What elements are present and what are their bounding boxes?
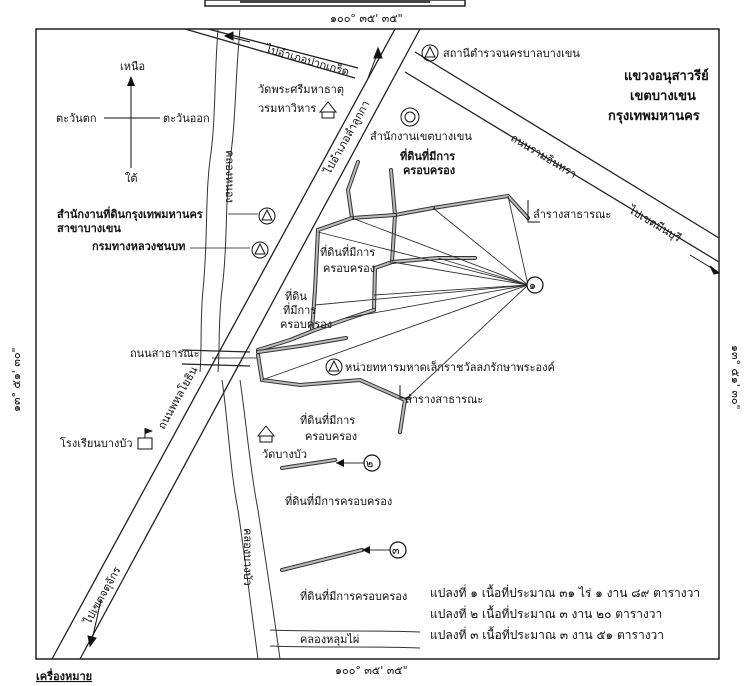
svg-text:๑: ๑ — [529, 279, 536, 292]
school-bangbua: โรงเรียนบางบัว — [60, 428, 153, 450]
occupied-c2: ที่มีการ — [283, 302, 316, 317]
temple-sri-mahathat: วัดพระศรีมหาธาตุ วรมหาวิหาร — [258, 83, 344, 119]
rural-roads-dept: กรมทางหลวงชนบท — [92, 240, 269, 259]
canal-upper-label: คลองหนอง — [223, 150, 236, 203]
district-office: สำนักงานเขตบางเขน — [370, 107, 472, 143]
compass-east: ตะวันออก — [163, 112, 210, 125]
police-station-label: สถานีตำรวจนครบาลบางเขน — [443, 47, 580, 60]
parcel-2-summary: แปลงที่ ๒ เนื้อที่ประมาณ ๓ งาน ๒๐ ตารางว… — [430, 605, 662, 621]
road-pakkret: ไปอำเภอปากเกร็ด — [184, 28, 359, 79]
occupied-b2: ครอบครอง — [323, 262, 375, 275]
legend-title: เครื่องหมาย — [36, 668, 92, 683]
svg-text:สำนักงานที่ดินกรุงเทพมหานคร: สำนักงานที่ดินกรุงเทพมหานคร — [57, 206, 203, 222]
svg-text:สาขาบางเขน: สาขาบางเขน — [57, 222, 121, 235]
public-ditch-1: ลำรางสาธารณะ — [527, 200, 611, 223]
occupied-c1: ที่ดิน — [285, 288, 307, 303]
parcel-3-summary: แปลงที่ ๓ เนื้อที่ประมาณ ๓ งาน ๕๑ ตารางว… — [430, 626, 664, 642]
canal-upper: คลองหนอง — [199, 28, 241, 373]
district-line2: เขตบางเขน — [630, 89, 696, 104]
royal-guard-unit: หน่วยทหารมหาดเล็กราชวัลลภรักษาพระองค์ — [325, 358, 555, 376]
compass-north: เหนือ — [120, 60, 145, 73]
svg-text:ลำรางสาธารณะ: ลำรางสาธารณะ — [533, 208, 611, 221]
district-line3: กรุงเทพมหานคร — [608, 109, 700, 124]
public-road-label: ถนนสาธารณะ — [130, 347, 200, 360]
occupied-e: ที่ดินที่มีการครอบครอง — [285, 493, 392, 508]
district-line1: แขวงอนุสาวรีย์ — [624, 68, 709, 84]
direction-arrows — [87, 31, 721, 648]
canal-lumphai-label: คลองหลุมไผ่ — [300, 633, 359, 646]
svg-text:กรมทางหลวงชนบท: กรมทางหลวงชนบท — [92, 240, 185, 253]
district-office-label: สำนักงานเขตบางเขน — [370, 130, 472, 143]
temple-bangbua: วัดบางบัว — [256, 425, 307, 461]
occupied-c3: ครอบครอง — [280, 318, 332, 331]
parcel-2: ๒ ที่ดินที่มีการครอบครอง — [280, 454, 392, 508]
marker-3-label: ๓ — [392, 544, 400, 557]
svg-text:วัดพระศรีมหาธาตุ: วัดพระศรีมหาธาตุ — [258, 83, 344, 96]
svg-text:โรงเรียนบางบัว: โรงเรียนบางบัว — [60, 436, 133, 450]
coord-top: ๑๐๐° ๓๕' ๓๕" — [330, 12, 403, 25]
road-minburi-label: ไปเขตมีนบุรี — [626, 203, 684, 245]
occupied-d1: ที่ดินที่มีการ — [300, 412, 355, 427]
road-pakkret-label: ไปอำเภอปากเกร็ด — [263, 41, 351, 78]
coord-bottom: ๑๐๐° ๓๕' ๓๕" — [335, 664, 408, 677]
public-road: ถนนสาธารณะ — [130, 347, 258, 367]
parcel-summary: แปลงที่ ๑ เนื้อที่ประมาณ ๓๑ ไร่ ๑ งาน ๘๙… — [430, 584, 700, 642]
marker-1-rays — [261, 195, 529, 401]
map-frame — [35, 28, 720, 660]
canal-bangbua: คลองบางบัว — [221, 379, 281, 660]
compass-south: ใต้ — [125, 172, 138, 185]
svg-text:วรมหาวิหาร: วรมหาวิหาร — [258, 102, 316, 115]
road-ramintra-label: ถนนรามอินทรา — [508, 131, 579, 181]
road-phaholyothin: ไปอำเภอลำลูกกา ถนนพหลโยธิน ไปเขตจตุจักร — [51, 28, 421, 660]
public-ditch-2: ลำรางสาธารณะ — [399, 385, 483, 406]
marker-1: ๑ — [526, 276, 544, 294]
occupied-a2: ครอบครอง — [403, 164, 455, 177]
police-station: สถานีตำรวจนครบาลบางเขน — [421, 44, 580, 62]
occupied-a1: ที่ดินที่มีการ — [400, 148, 455, 163]
royal-guard-label: หน่วยทหารมหาดเล็กราชวัลลภรักษาพระองค์ — [345, 360, 555, 374]
marker-2-label: ๒ — [366, 457, 373, 470]
svg-text:วัดบางบัว: วัดบางบัว — [262, 448, 307, 461]
coord-right: ๑๓° ๕๑' ๓๐" — [729, 345, 742, 410]
canal-lumphai: คลองหลุมไผ่ — [269, 629, 421, 649]
occupied-b1: ที่ดินที่มีการ — [320, 244, 375, 259]
land-office: สำนักงานที่ดินกรุงเทพมหานคร สาขาบางเขน — [57, 206, 276, 235]
svg-text:ลำรางสาธารณะ: ลำรางสาธารณะ — [405, 393, 483, 406]
coord-left: ๑๓° ๕๑' ๓๐" — [10, 347, 23, 412]
road-phaholyothin-label: ถนนพหลโยธิน — [154, 363, 200, 431]
canal-bangbua-label: คลองบางบัว — [241, 528, 254, 586]
compass: เหนือ ใต้ ตะวันตก ตะวันออก — [56, 60, 210, 185]
compass-west: ตะวันตก — [56, 112, 97, 125]
parcel-3: ๓ ที่ดินที่มีการครอบครอง — [280, 541, 407, 603]
occupied-d2: ครอบครอง — [305, 430, 357, 443]
occupied-f: ที่ดินที่มีการครอบครอง — [300, 588, 407, 603]
parcel-1-summary: แปลงที่ ๑ เนื้อที่ประมาณ ๓๑ ไร่ ๑ งาน ๘๙… — [430, 584, 700, 600]
